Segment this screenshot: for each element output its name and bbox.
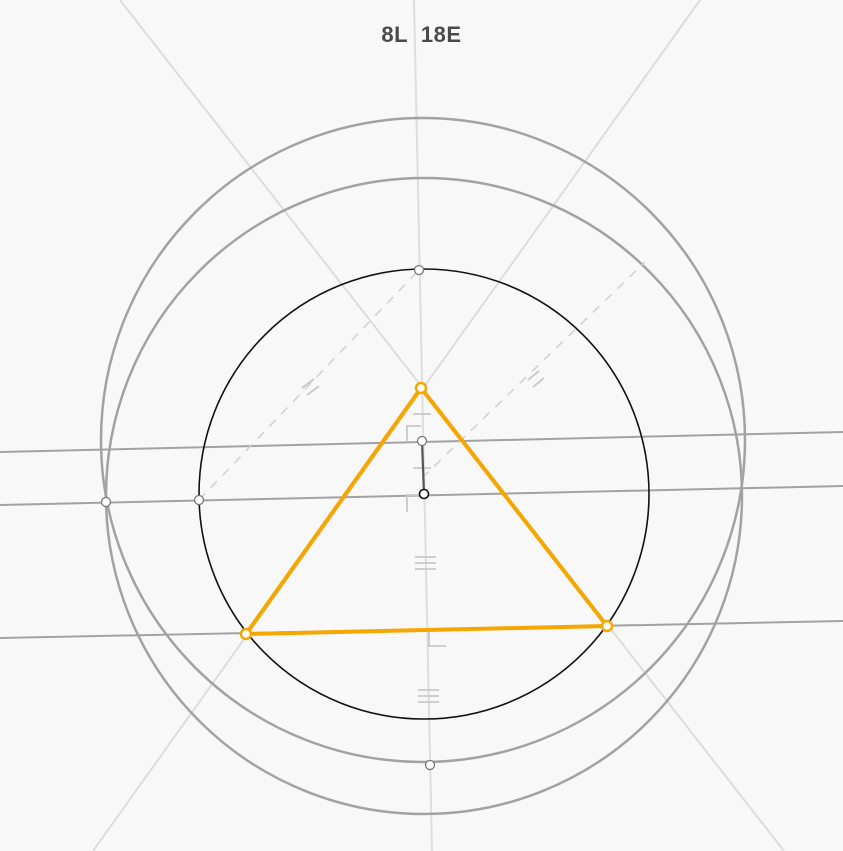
point-left-circle[interactable] [193,494,205,506]
tick-marks-triple [415,556,439,703]
triangle-vertex-top[interactable] [414,381,428,395]
point-circle-top[interactable] [413,264,425,276]
point-bottom[interactable] [424,759,436,771]
point-circle-center[interactable] [418,488,430,500]
center-segment[interactable] [420,440,426,495]
equilateral-triangle[interactable] [244,386,609,636]
outer-circle-large[interactable] [99,116,747,764]
dashed-segment-left [198,269,420,501]
point-left-outer[interactable] [100,496,112,508]
right-angle-markers [406,425,446,647]
tick-marks-double [301,370,545,396]
dashed-segment-right [421,261,646,479]
triangle-vertex-right[interactable] [600,619,614,633]
outer-circle-small[interactable] [104,176,744,816]
construction-line-vertical[interactable] [413,0,433,851]
triangle-vertex-left[interactable] [239,627,253,641]
point-midpoint[interactable] [416,435,428,447]
